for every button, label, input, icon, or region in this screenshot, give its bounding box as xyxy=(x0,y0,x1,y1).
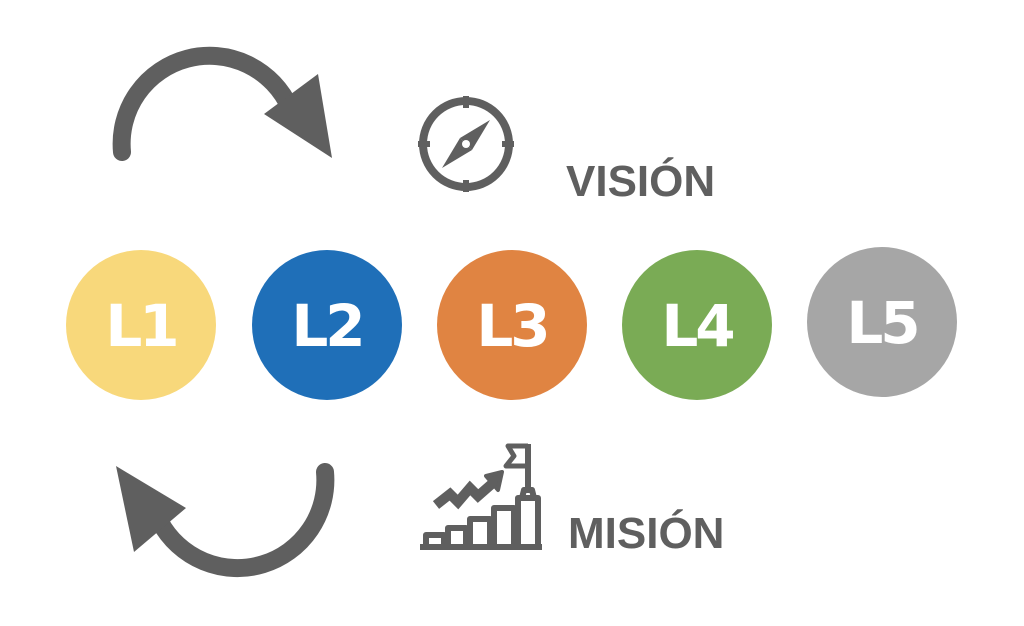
cycle-arrow-bottom-icon xyxy=(116,463,335,578)
level-label: L4 xyxy=(661,292,733,360)
level-l4: L4 xyxy=(622,250,772,400)
vision-label: VISIÓN xyxy=(566,156,715,206)
level-label: L2 xyxy=(291,292,362,360)
mission-label: MISIÓN xyxy=(568,508,724,558)
level-label: L1 xyxy=(105,292,176,360)
growth-chart-icon xyxy=(420,443,542,550)
compass-icon xyxy=(418,96,514,192)
cycle-arrow-top-icon xyxy=(112,46,332,161)
level-l3: L3 xyxy=(437,250,587,400)
level-l1: L1 xyxy=(66,250,216,400)
level-label: L5 xyxy=(846,289,917,357)
level-label: L3 xyxy=(476,292,547,360)
level-l2: L2 xyxy=(252,250,402,400)
level-l5: L5 xyxy=(807,247,957,397)
